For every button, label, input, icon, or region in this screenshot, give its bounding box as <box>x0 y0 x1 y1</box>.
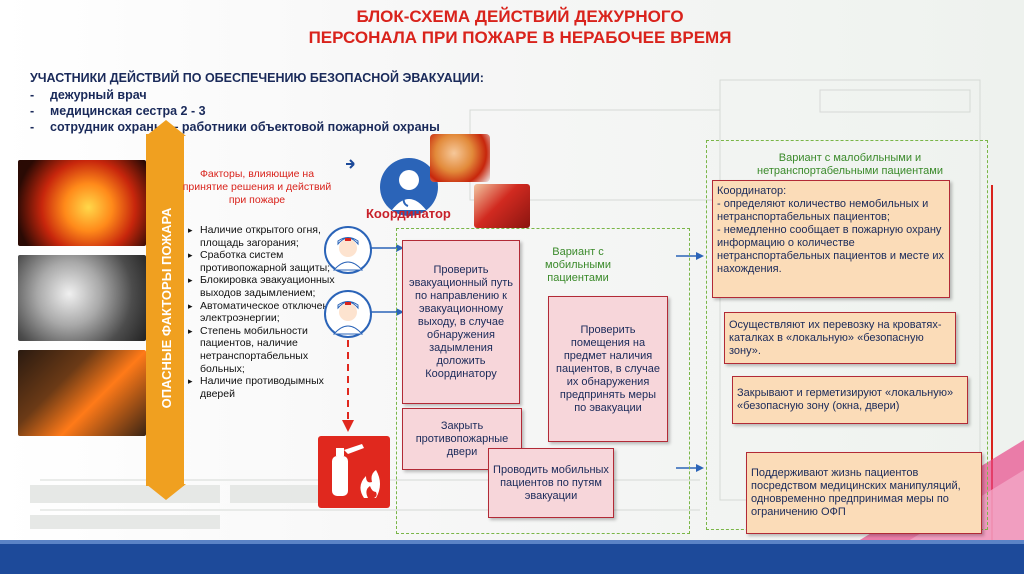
participants-block: УЧАСТНИКИ ДЕЙСТВИЙ ПО ОБЕСПЕЧЕНИЮ БЕЗОПА… <box>30 70 484 135</box>
coordinator-tasks-box: Координатор: - определяют количество нем… <box>712 180 950 298</box>
participant-item: дежурный врач <box>30 87 484 103</box>
title-line-1: БЛОК-СХЕМА ДЕЙСТВИЙ ДЕЖУРНОГО <box>356 7 684 26</box>
fire-extinguisher-icon <box>318 436 390 508</box>
footer-stripe <box>0 540 1024 545</box>
participant-item: сотрудник охраны, – работники объектовой… <box>30 119 484 135</box>
page-title: БЛОК-СХЕМА ДЕЙСТВИЙ ДЕЖУРНОГО ПЕРСОНАЛА … <box>200 6 840 48</box>
burning-room-photo <box>18 350 146 436</box>
factor-item: Автоматическое отключение электроэнергии… <box>188 300 348 325</box>
coordinator-label: Координатор <box>366 206 451 221</box>
transport-box: Осуществляют их перевозку на кроватях-ка… <box>724 312 956 364</box>
factor-item: Наличие противодымных дверей <box>188 375 348 400</box>
hazards-bar: ОПАСНЫЕ ФАКТОРЫ ПОЖАРА <box>146 134 184 486</box>
factors-title: Факторы, влияющие на принятие решения и … <box>182 168 332 206</box>
alarm-panel-photo <box>474 184 530 228</box>
immobile-variant-label: Вариант с малобильными и нетранспортабел… <box>757 152 943 177</box>
smoke-photo <box>18 255 146 341</box>
seal-zone-box: Закрывают и герметизируют «локальную» «б… <box>732 376 968 424</box>
phone-operator-photo <box>430 134 490 182</box>
lead-patients-box: Проводить мобильных пациентов по путям э… <box>488 448 614 518</box>
footer-bar <box>0 544 1024 574</box>
factor-item: Степень мобильности пациентов, наличие н… <box>188 325 348 375</box>
check-route-box: Проверить эвакуационный путь по направле… <box>402 240 520 404</box>
check-rooms-box: Проверить помещения на предмет наличия п… <box>548 296 668 442</box>
doctor-icon <box>380 158 438 216</box>
mobile-variant-label: Вариант с мобильными пациентами <box>545 246 611 284</box>
nurse-icon <box>324 290 372 338</box>
factor-item: Сработка систем противопожарной защиты; <box>188 249 348 274</box>
factor-item: Наличие открытого огня, площадь загорани… <box>188 224 348 249</box>
title-line-2: ПЕРСОНАЛА ПРИ ПОЖАРЕ В НЕРАБОЧЕЕ ВРЕМЯ <box>308 28 732 47</box>
factors-list: Наличие открытого огня, площадь загорани… <box>188 224 348 400</box>
life-support-box: Поддерживают жизнь пациентов посредством… <box>746 452 982 534</box>
participants-heading: УЧАСТНИКИ ДЕЙСТВИЙ ПО ОБЕСПЕЧЕНИЮ БЕЗОПА… <box>30 71 484 85</box>
coordinator-tasks-text: Координатор: - определяют количество нем… <box>717 185 945 275</box>
nurse-icon <box>324 226 372 274</box>
hazards-bar-arrows <box>146 120 186 500</box>
factor-item: Блокировка эвакуационных выходов задымле… <box>188 274 348 299</box>
mobile-variant-region <box>396 228 690 534</box>
participant-item: медицинская сестра 2 - 3 <box>30 103 484 119</box>
fire-photo <box>18 160 146 246</box>
